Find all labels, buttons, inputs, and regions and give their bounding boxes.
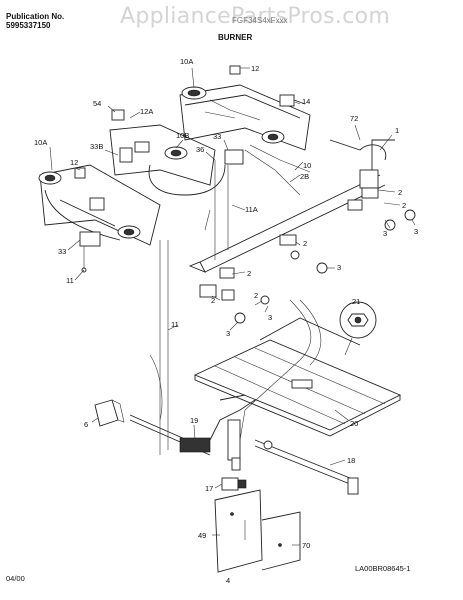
callout-3-e: 3: [268, 313, 272, 322]
callout-10: 10: [303, 161, 311, 170]
callout-12-front: 12: [70, 158, 78, 167]
footer-drawing-id: LA00BR08645-1: [355, 564, 411, 573]
callout-72: 72: [350, 114, 358, 123]
valve-group: [199, 187, 416, 324]
leader-lines: [49, 67, 416, 546]
broiler-tube: [129, 394, 359, 495]
callout-3-a: 3: [383, 229, 387, 238]
callout-17: 17: [205, 484, 213, 493]
inset-part-21: [339, 301, 377, 356]
callout-2-b: 2: [402, 201, 406, 210]
callout-11a: 11A: [245, 205, 258, 214]
callout-20: 20: [350, 419, 358, 428]
tubing: [149, 144, 322, 455]
callout-14: 14: [302, 97, 310, 106]
publication-block: Publication No. 5995337150: [6, 12, 64, 30]
callout-49: 49: [198, 531, 206, 540]
callout-19: 19: [190, 416, 198, 425]
watermark: AppliancePartsPros.com: [120, 4, 391, 29]
callout-1: 1: [395, 126, 399, 135]
callout-11-lower: 11: [171, 320, 179, 329]
callout-33b: 33B: [90, 142, 103, 151]
bracket-6: [94, 399, 125, 427]
callout-10b: 10B: [176, 131, 189, 140]
bracket-49-70: [214, 489, 301, 573]
callout-12a: 12A: [140, 107, 153, 116]
callout-21: 21: [352, 297, 360, 306]
callout-70: 70: [302, 541, 310, 550]
callout-6: 6: [84, 420, 88, 429]
manifold-pipe: [188, 139, 395, 273]
callout-3-b: 3: [414, 227, 418, 236]
publication-label: Publication No.: [6, 12, 65, 21]
callout-2-a: 2: [398, 188, 402, 197]
callout-labels: 10A 12 14 54 12A 72 1 10A 33B 10B 33 36 …: [34, 57, 418, 550]
model-text: FGF34S4xFxxx: [232, 16, 288, 25]
callout-3-c: 3: [337, 263, 341, 272]
broiler-burner: [193, 317, 402, 437]
callout-3-d: 3: [226, 329, 230, 338]
callout-2-d: 2: [247, 269, 251, 278]
burner-assembly-middle: [109, 109, 244, 196]
callout-33-left: 33: [58, 247, 66, 256]
burner-assembly-rear: [179, 65, 311, 151]
publication-number: 5995337150: [6, 21, 51, 30]
callout-36: 36: [196, 145, 204, 154]
callout-12-rear: 12: [251, 64, 259, 73]
callout-10a-front: 10A: [34, 138, 47, 147]
callout-2-f: 2: [254, 291, 258, 300]
footer-page: 4: [226, 576, 231, 585]
callout-11-upper: 11: [66, 276, 74, 285]
valve-17: [221, 477, 247, 491]
callout-2b: 2B: [300, 172, 309, 181]
callout-2-e: 2: [211, 296, 215, 305]
callout-2-c: 2: [303, 239, 307, 248]
callout-10a-rear: 10A: [180, 57, 193, 66]
callout-54: 54: [93, 99, 101, 108]
footer-date: 04/00: [6, 574, 25, 583]
callout-18: 18: [347, 456, 355, 465]
burner-assembly-front: [38, 164, 161, 273]
section-title: BURNER: [218, 33, 253, 42]
callout-33-top: 33: [213, 132, 221, 141]
